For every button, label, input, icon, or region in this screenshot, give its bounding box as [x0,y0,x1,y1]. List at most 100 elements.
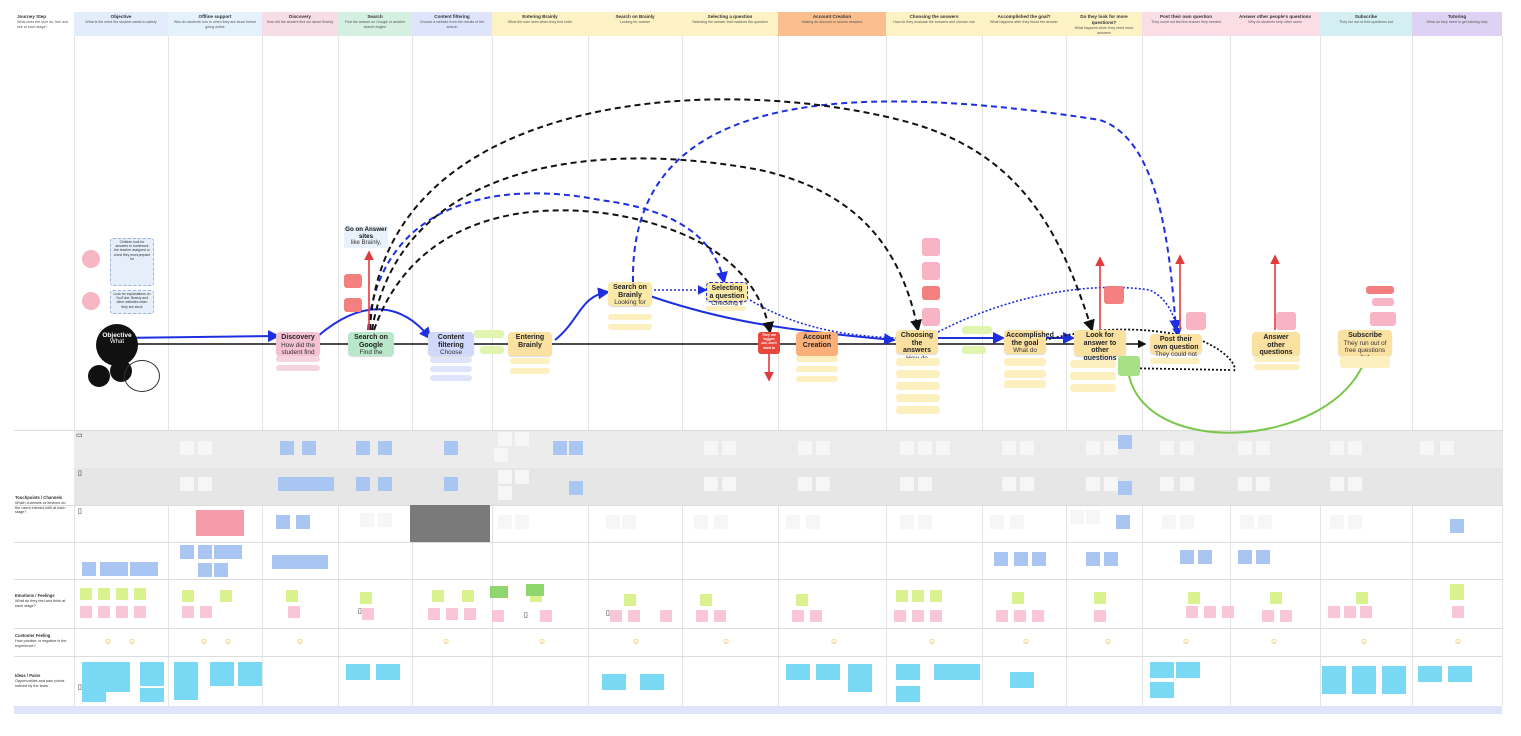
sticky-note [1104,477,1118,491]
sticky-note [1450,519,1464,533]
sticky-note [606,515,620,529]
sticky-note [1222,606,1234,618]
small-note [1254,356,1300,362]
sticky-note [428,608,440,620]
logged-out-note: They are logged out, don't want to [758,332,780,354]
sticky-note [82,662,106,702]
feeling-emoji-icon: ☺ [928,637,937,646]
sticky-note [792,610,804,622]
sticky-note [182,606,194,618]
sticky-note [494,448,508,462]
sticky-note [306,477,320,491]
column-divider [492,36,493,706]
small-note [962,326,992,334]
sticky-note [286,590,298,602]
sticky-note [722,441,736,455]
sticky-note [1256,441,1270,455]
sticky-note [1086,477,1100,491]
sticky-note [464,608,476,620]
sticky-note [1160,441,1174,455]
sticky-note [1420,441,1434,455]
sticky-note [198,477,212,491]
sticky-note [278,477,292,491]
sticky-note [1348,515,1362,529]
journey-stage-card[interactable]: Entering Brainly [508,332,552,356]
feeling-emoji-icon: ☺ [1182,637,1191,646]
sticky-note [314,555,328,569]
device-icon: ▯ [78,508,82,515]
feeling-emoji-icon: ☺ [1360,637,1369,646]
persona-bubble [88,365,110,387]
sticky-note [378,441,392,455]
column-divider [1142,36,1143,706]
sticky-note [912,590,924,602]
feeling-emoji-icon: ☺ [1270,637,1279,646]
sticky-note [1180,441,1194,455]
sticky-note [722,477,736,491]
sticky-note [106,662,130,692]
sticky-note [80,606,92,618]
column-divider [886,36,887,706]
row-divider [14,656,1502,657]
sticky-note [180,441,194,455]
sticky-note [930,610,942,622]
sticky-note [360,513,374,527]
corner-label: Journey Step What does the user do, feel… [14,12,74,36]
sticky-note [1256,477,1270,491]
sticky-note [1014,610,1026,622]
sticky-note [1160,477,1174,491]
small-note [962,346,986,354]
persona-pink-dot [82,250,100,268]
journey-stage-card[interactable]: Look for answer to other questions [1074,330,1126,362]
blue-dotted [937,286,1182,338]
sticky-note [1238,441,1252,455]
small-note [1186,312,1206,330]
sticky-note [1330,441,1344,455]
small-note [430,366,472,372]
sticky-note [894,610,906,622]
sticky-note [378,513,392,527]
sticky-note [220,590,232,602]
small-note [1104,286,1124,304]
small-note [1070,384,1116,392]
small-note [276,365,320,371]
small-note [796,376,838,382]
sticky-note [116,606,128,618]
sticky-note [1086,552,1100,566]
small-note [344,274,362,288]
sticky-note [540,610,552,622]
sticky-note [918,441,932,455]
small-note [896,406,940,414]
sticky-note [816,664,840,680]
journey-stage-card[interactable]: Answer other questions [1252,332,1300,356]
sticky-note [346,664,370,680]
sticky-note [1020,441,1034,455]
journey-stage-card[interactable]: Account Creation [796,332,838,356]
feeling-emoji-icon: ☺ [104,637,113,646]
sticky-note [1010,672,1034,688]
sticky-note [714,610,726,622]
sticky-note [446,608,458,620]
small-note [430,375,472,381]
sticky-note [1116,515,1130,529]
small-note [1366,286,1394,294]
sticky-note [238,662,262,686]
sticky-note [896,686,920,702]
sticky-note [610,610,622,622]
device-icon: ▯ [606,610,610,617]
